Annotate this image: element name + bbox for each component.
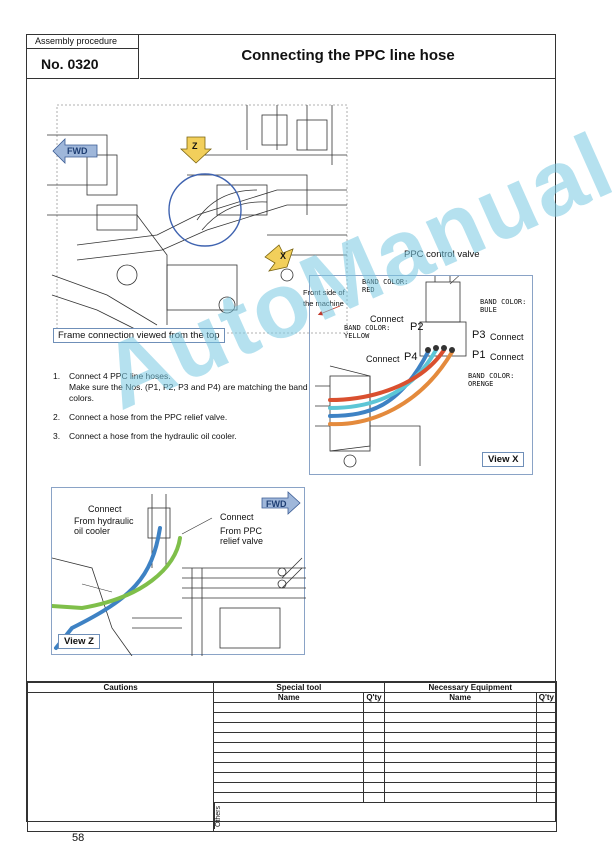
x-arrow-icon bbox=[264, 244, 294, 272]
detail-circle bbox=[168, 173, 242, 247]
view-x-figure: PPC control valve BAND COLOR: RED BAND C… bbox=[309, 250, 533, 475]
view-z-tag: View Z bbox=[58, 634, 100, 649]
frame-drawing bbox=[47, 104, 348, 334]
equipment-qty-header: Q'ty bbox=[535, 692, 558, 703]
port-p1-label: P1 bbox=[472, 349, 486, 361]
cautions-cell bbox=[26, 692, 215, 832]
page-number: 58 bbox=[72, 832, 85, 844]
step-1: 1. Connect 4 PPC line hoses. Make sure t… bbox=[53, 371, 308, 403]
front-side-label: Front side of the machine bbox=[303, 288, 345, 308]
view-z-figure: FWD Connect From hydraulic oil cooler Co… bbox=[51, 487, 306, 656]
port-p3-label: P3 bbox=[472, 329, 486, 341]
necessary-equipment-header: Necessary Equipment bbox=[383, 682, 558, 693]
band-orange-label: BAND COLOR: ORENGE bbox=[468, 372, 515, 388]
z-arrow-icon bbox=[179, 136, 213, 164]
connect-p2-label: Connect bbox=[370, 314, 404, 324]
ppc-valve-drawing bbox=[315, 276, 467, 468]
procedure-label: Assembly procedure bbox=[27, 35, 139, 49]
procedure-sheet: Assembly procedure No. 0320 Connecting t… bbox=[26, 34, 612, 832]
fwd-z-label: FWD bbox=[266, 499, 287, 509]
view-x-tag: View X bbox=[482, 452, 525, 467]
x-label: X bbox=[280, 251, 287, 261]
from-cooler-label: From hydraulic oil cooler bbox=[74, 516, 134, 536]
port-p4-label: P4 bbox=[404, 351, 418, 363]
requirements-table: Cautions Special tool Necessary Equipmen… bbox=[26, 681, 558, 832]
band-red-label: BAND COLOR: RED bbox=[362, 278, 409, 294]
procedure-number: No. 0320 bbox=[41, 56, 99, 72]
port-p2-label: P2 bbox=[410, 321, 424, 333]
connect-p3-label: Connect bbox=[490, 332, 524, 342]
connect-p1-label: Connect bbox=[490, 352, 524, 362]
page-title: Connecting the PPC line hose bbox=[140, 35, 556, 79]
cautions-header: Cautions bbox=[26, 682, 215, 693]
z-label: Z bbox=[192, 141, 198, 151]
band-yellow-label: BAND COLOR: YELLOW bbox=[344, 324, 391, 340]
equipment-name-header: Name bbox=[383, 692, 537, 703]
from-relief-label: From PPC relief valve bbox=[220, 526, 264, 546]
view-z-drawing bbox=[52, 491, 306, 656]
steps-list: 1. Connect 4 PPC line hoses. Make sure t… bbox=[53, 371, 323, 450]
band-blue-label: BAND COLOR: BULE bbox=[480, 298, 527, 314]
connect-cooler-label: Connect bbox=[88, 504, 122, 514]
frame-connection-figure: FWD Z X Frame connection viewed from the… bbox=[47, 95, 359, 345]
tool-qty-header: Q'ty bbox=[363, 692, 385, 703]
others-label: Others bbox=[214, 803, 229, 829]
others-row: Others bbox=[213, 802, 557, 832]
connect-p4-label: Connect bbox=[366, 354, 400, 364]
fwd-arrow-z-icon bbox=[261, 491, 301, 515]
special-tool-header: Special tool bbox=[213, 682, 385, 693]
fwd-label: FWD bbox=[67, 146, 88, 156]
tool-name-header: Name bbox=[213, 692, 365, 703]
ppc-valve-label: PPC control valve bbox=[404, 249, 480, 260]
step-2: 2. Connect a hose from the PPC relief va… bbox=[53, 412, 228, 422]
step-3: 3. Connect a hose from the hydraulic oil… bbox=[53, 431, 237, 441]
connect-relief-label: Connect bbox=[220, 512, 254, 522]
frame-caption: Frame connection viewed from the top bbox=[53, 328, 225, 343]
procedure-number-box: Assembly procedure No. 0320 bbox=[27, 35, 139, 79]
fwd-arrow-icon bbox=[52, 138, 98, 164]
